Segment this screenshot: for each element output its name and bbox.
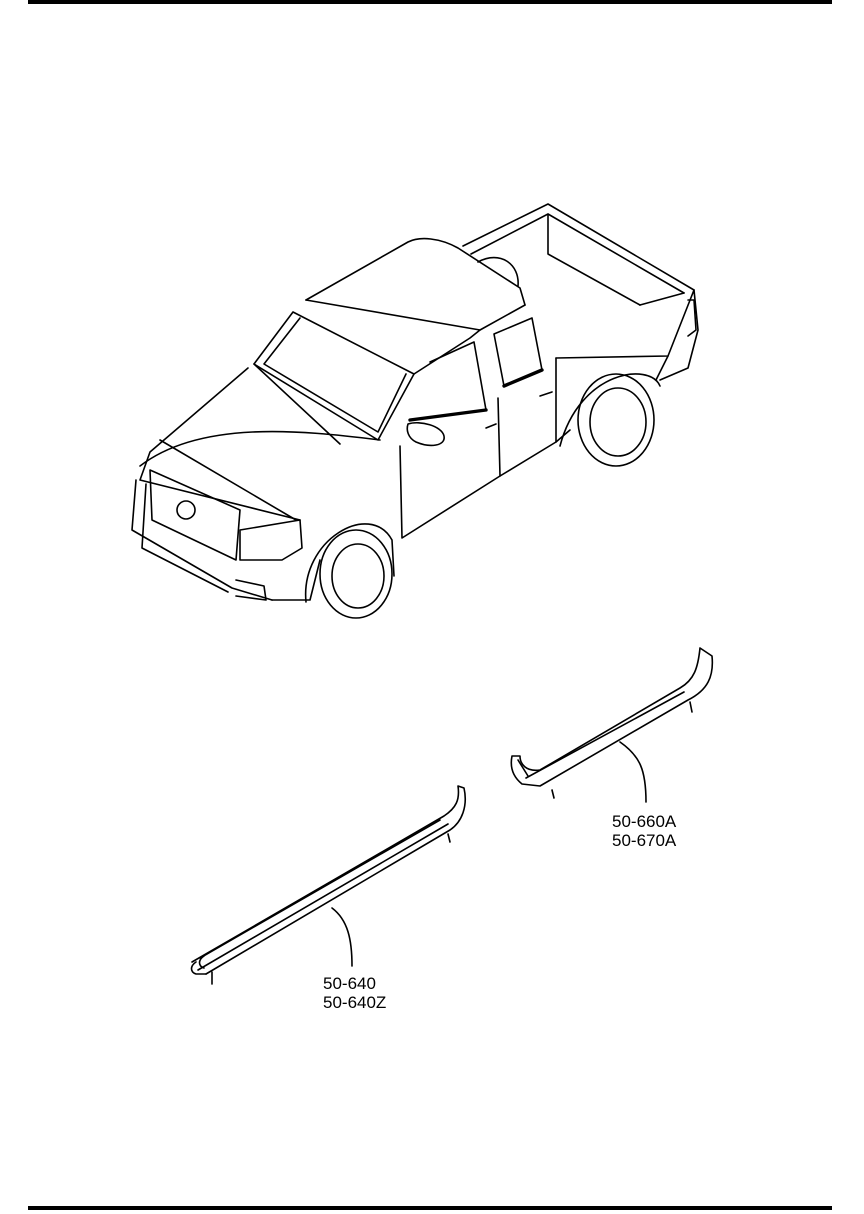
front-door-weatherstrip (190, 785, 466, 985)
part-number-label: 50-640 (323, 974, 376, 993)
callout-front-part-numbers: 50-640 50-640Z (323, 974, 386, 1012)
top-border-rule (28, 0, 832, 4)
part-number-label: 50-660A (612, 812, 677, 831)
headlight (239, 519, 303, 561)
tail-light (687, 299, 697, 337)
part-number-label: 50-640Z (323, 993, 387, 1012)
rear-door-window (493, 317, 543, 387)
front-door-glass-strip (408, 408, 488, 422)
cab-roof (305, 237, 526, 306)
windshield (253, 311, 415, 441)
truck-bed-outline (462, 203, 695, 359)
brand-emblem (176, 500, 196, 520)
fog-light (235, 579, 267, 601)
rear-door-glass-strip (502, 368, 544, 388)
leader-line-front (331, 907, 353, 967)
rear-wheel (577, 373, 655, 467)
pickup-truck-illustration (131, 203, 699, 619)
side-mirror (406, 421, 445, 447)
front-bumper (131, 479, 273, 601)
front-wheel (319, 529, 393, 619)
rear-door-weatherstrip (510, 647, 714, 799)
front-grille (149, 469, 241, 561)
hood (139, 367, 301, 521)
leader-line-rear (619, 741, 647, 803)
callout-rear-part-numbers: 50-660A 50-670A (612, 812, 676, 850)
part-number-label: 50-670A (612, 831, 677, 850)
front-door-window (429, 341, 487, 411)
bottom-border-rule (28, 1206, 832, 1210)
